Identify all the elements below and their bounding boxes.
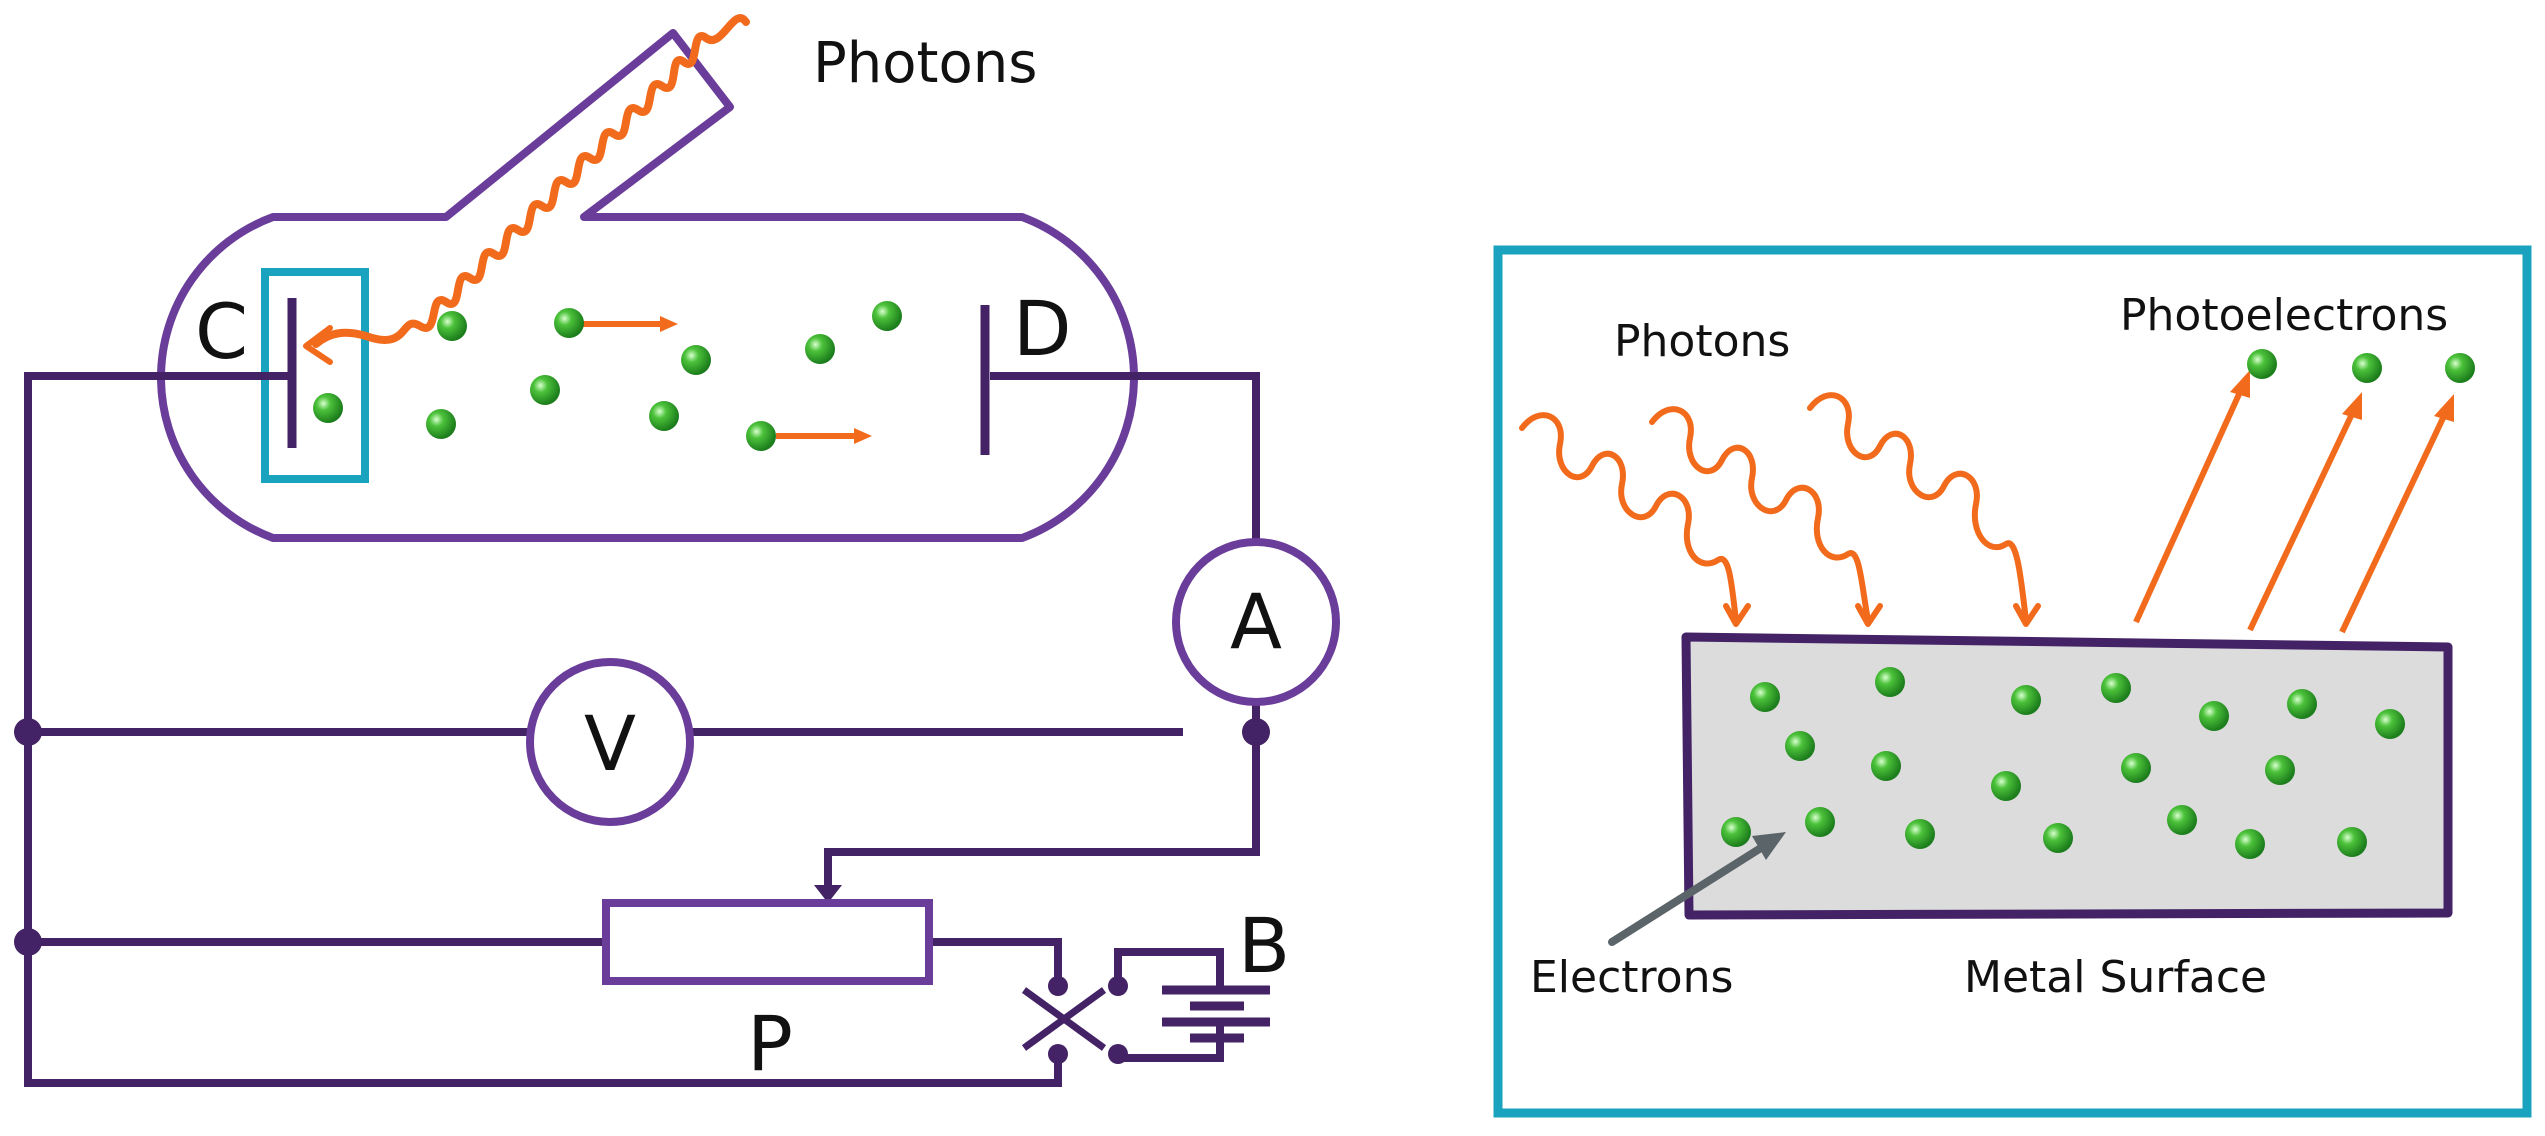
vacuum-tube: [157, 29, 1138, 542]
tube-electrons: [313, 301, 902, 451]
reversing-switch: [1021, 976, 1128, 1083]
electron: [746, 421, 776, 451]
electron: [1905, 819, 1935, 849]
electron: [1721, 817, 1751, 847]
electron: [1805, 807, 1835, 837]
incoming-photons: [1519, 392, 2029, 623]
electron: [426, 409, 456, 439]
electron: [649, 401, 679, 431]
panel-frame: [1493, 245, 2532, 1118]
photoelectric-circuit: Photons C D A V B P: [14, 14, 1340, 1088]
photoelectrons-label: Photoelectrons: [2120, 290, 2448, 341]
electron: [2011, 685, 2041, 715]
metal-surface-label: Metal Surface: [1964, 952, 2267, 1003]
photoelectron: [2445, 353, 2475, 383]
electron: [2337, 827, 2367, 857]
electron: [872, 301, 902, 331]
electron: [554, 308, 584, 338]
electron: [805, 334, 835, 364]
electron: [1750, 682, 1780, 712]
ammeter: [1172, 538, 1340, 706]
electron: [2121, 753, 2151, 783]
photoelectron: [2352, 353, 2382, 383]
potentiometer: [602, 899, 933, 985]
electron: [2199, 701, 2229, 731]
electron: [1991, 771, 2021, 801]
electron: [2235, 829, 2265, 859]
electron: [2043, 823, 2073, 853]
cathode-label: C: [195, 287, 248, 376]
metal-electrons: [1721, 667, 2405, 859]
electron: [1875, 667, 1905, 697]
photon-arrowhead: [303, 325, 333, 365]
electron: [1785, 731, 1815, 761]
junction-dot: [14, 928, 42, 956]
anode-label: D: [1013, 284, 1072, 373]
voltmeter: [526, 658, 694, 826]
metal-surface-panel: Photons Photoelectrons Electrons Metal S…: [1493, 245, 2532, 1118]
photon-wave: [1519, 412, 1739, 623]
metal-surface-block: [1681, 632, 2453, 920]
ammeter-label: A: [1230, 577, 1282, 666]
electron: [2287, 689, 2317, 719]
voltmeter-label: V: [584, 699, 636, 788]
photoelectron-arrows: [2133, 370, 2454, 634]
photon-wave: [1807, 392, 2029, 623]
electron: [437, 311, 467, 341]
photon-wave: [312, 14, 750, 348]
electron: [2265, 755, 2295, 785]
electron: [2101, 673, 2131, 703]
junction-dot: [1242, 718, 1270, 746]
electron: [681, 345, 711, 375]
photons-label: Photons: [1614, 316, 1790, 367]
electrons-label: Electrons: [1530, 952, 1733, 1003]
electron: [2167, 805, 2197, 835]
electron-motion-arrows: [582, 316, 872, 444]
circuit-wires: [24, 372, 1260, 1087]
photoelectron: [2247, 349, 2277, 379]
photon-arrowheads: [1723, 603, 2041, 627]
potentiometer-label: P: [747, 999, 793, 1088]
potentiometer-slider-arrow: [814, 885, 842, 903]
battery: [1162, 985, 1270, 1043]
electrons-pointer: [1608, 832, 1786, 946]
photons-label: Photons: [813, 31, 1037, 96]
photon-wave: [1649, 406, 1871, 623]
electron: [313, 393, 343, 423]
electron: [1871, 751, 1901, 781]
electron: [530, 375, 560, 405]
electron: [2375, 709, 2405, 739]
photoelectrons: [2247, 349, 2475, 383]
junction-dot: [14, 718, 42, 746]
battery-label: B: [1238, 901, 1290, 990]
